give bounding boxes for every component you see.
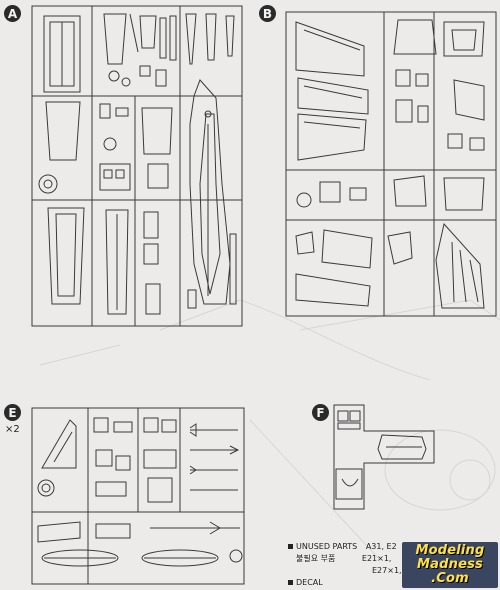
watermark-line-3: .Com [431, 571, 469, 586]
sprue-f-frame [330, 403, 442, 511]
sprue-b-label: B [259, 5, 276, 22]
unused-parts-line: UNUSED PARTS A31, E2 [288, 541, 402, 553]
sprue-f-label: F [312, 404, 329, 421]
notes-block: UNUSED PARTS A31, E2 불필요 부품 E21×1, E27×1… [288, 541, 402, 589]
watermark-line-2: Madness [417, 557, 483, 572]
unused-parts-label: UNUSED PARTS [296, 542, 358, 551]
unused-e27: E27×1, [372, 566, 402, 575]
bullet-icon [288, 544, 293, 549]
decal-label: DECAL [296, 578, 323, 587]
unused-parts-list: A31, E2 [365, 542, 397, 551]
unused-e21: E21×1, [361, 554, 392, 563]
bullet-icon [288, 580, 293, 585]
korean-unused-label: 불필요 부품 [296, 554, 336, 563]
sprue-e-label: E [4, 404, 21, 421]
modelingmadness-watermark: Modeling Madness .Com [402, 542, 498, 588]
sprue-a-frame [30, 4, 244, 330]
sprue-e-frame [30, 406, 246, 586]
korean-unused-line: 불필요 부품 E21×1, [288, 553, 402, 565]
sprue-e-quantity: ×2 [5, 424, 20, 435]
decal-line: DECAL [288, 577, 402, 589]
unused-e27-line: E27×1, [288, 565, 402, 577]
watermark-line-1: Modeling [415, 543, 485, 558]
sprue-a-label: A [4, 5, 21, 22]
sprue-b-frame [284, 10, 498, 318]
